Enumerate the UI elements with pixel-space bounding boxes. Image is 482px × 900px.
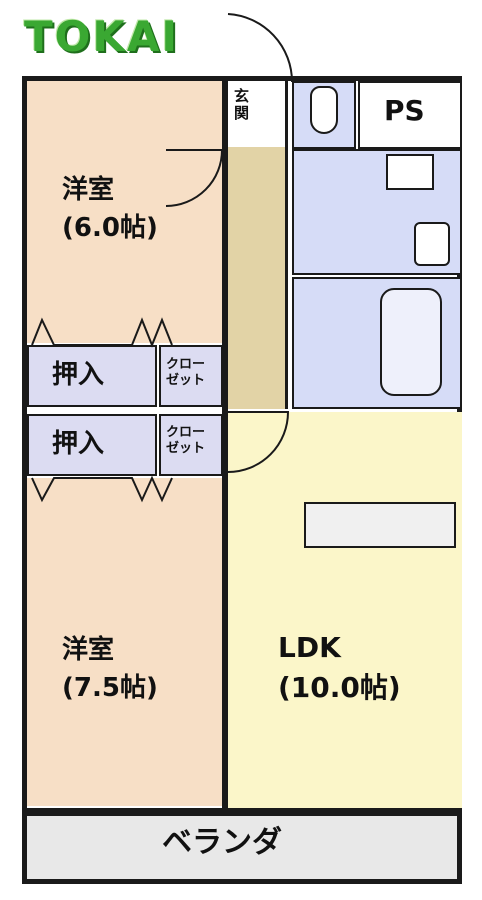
veranda [27, 816, 457, 879]
bathtub [380, 288, 442, 396]
wash-basin [414, 222, 450, 266]
western-room-bottom [27, 478, 223, 806]
ldk-room [228, 412, 462, 808]
oshiire-bottom-label: 押入 [52, 429, 105, 459]
closet-top [159, 345, 223, 407]
tokai-logo: TOKAI [14, 10, 189, 62]
entrance-label: 玄 関 [234, 87, 250, 123]
western-room-top-name: 洋室 [62, 175, 115, 205]
entrance-door-arc [227, 13, 294, 83]
ldk-door-arc [227, 411, 290, 473]
ps-shaft [358, 81, 462, 149]
ps-label: PS [384, 94, 425, 127]
western-top-door-arc [165, 149, 224, 207]
oshiire-bottom [27, 414, 157, 476]
oshiire-top-label: 押入 [52, 360, 105, 390]
logo-text: TOKAI [23, 11, 180, 61]
closet-top-label: クロー ゼット [166, 357, 206, 388]
washing-machine [386, 154, 434, 190]
western-room-bottom-name: 洋室 [62, 635, 115, 665]
toilet-fixture [310, 86, 338, 134]
closet-bottom-label: クロー ゼット [166, 425, 206, 456]
western-room-top-size: (6.0帖) [62, 213, 158, 243]
oshiire-top [27, 345, 157, 407]
closet-top-zigzag [31, 317, 173, 348]
hallway [228, 147, 288, 409]
closet-bottom-zigzag [31, 475, 173, 503]
veranda-label: ベランダ [162, 825, 282, 860]
veranda-wall [22, 808, 462, 816]
entrance [228, 81, 288, 147]
ldk-size: (10.0帖) [278, 671, 401, 704]
ldk-name: LDK [278, 631, 341, 664]
western-room-bottom-size: (7.5帖) [62, 673, 158, 703]
western-room-top [27, 81, 223, 343]
kitchen-counter [304, 502, 456, 548]
center-wall [222, 81, 228, 811]
